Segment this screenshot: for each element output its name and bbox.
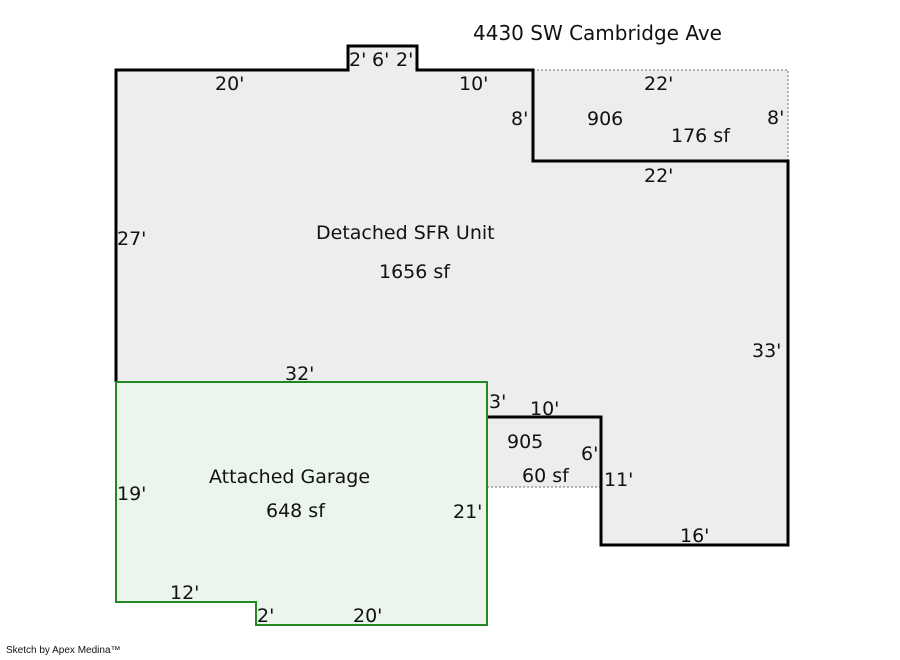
main-area-size: 1656 sf xyxy=(379,261,451,283)
dim-step-3: 3' xyxy=(489,391,506,413)
dim-top-mid: 10' xyxy=(459,73,488,95)
area-906-size: 176 sf xyxy=(671,125,731,147)
area-905-size: 60 sf xyxy=(522,465,570,487)
dim-garage-right: 21' xyxy=(453,501,482,523)
dim-garage-left: 19' xyxy=(117,483,146,505)
dim-bump-right: 2' xyxy=(396,49,413,71)
dim-left-main: 27' xyxy=(117,228,146,250)
dim-garage-bottom-left: 12' xyxy=(170,582,199,604)
sketch-credit: Sketch by Apex Medina™ xyxy=(6,645,121,656)
area-906-fill xyxy=(533,70,788,161)
area-906-boundary xyxy=(533,69,789,161)
main-area-name: Detached SFR Unit xyxy=(316,222,495,244)
dim-step-10: 10' xyxy=(530,398,559,420)
dim-right-906: 8' xyxy=(767,107,784,129)
dim-bottom-16: 16' xyxy=(680,525,709,547)
dim-step-11: 11' xyxy=(604,469,633,491)
area-906-code: 906 xyxy=(587,108,623,130)
dim-top-left: 20' xyxy=(215,73,244,95)
dim-garage-bottom-right: 20' xyxy=(353,605,382,627)
dim-left-906: 8' xyxy=(511,108,528,130)
dim-step-6: 6' xyxy=(581,443,598,465)
main-dwelling-fill xyxy=(116,46,788,545)
garage-fill xyxy=(115,381,488,626)
dim-right-main: 33' xyxy=(752,340,781,362)
dim-bottom-906: 22' xyxy=(644,165,673,187)
dim-bump-mid: 6' xyxy=(372,49,389,71)
dim-top-906: 22' xyxy=(644,73,673,95)
garage-area-name: Attached Garage xyxy=(209,466,370,488)
address-title: 4430 SW Cambridge Ave xyxy=(473,21,722,45)
dim-bump-left: 2' xyxy=(349,49,366,71)
area-905-fill xyxy=(487,417,601,487)
main-dwelling-outline xyxy=(114,44,790,547)
garage-area-size: 648 sf xyxy=(266,500,326,522)
dim-garage-top: 32' xyxy=(285,363,314,385)
dim-garage-notch: 2' xyxy=(257,605,274,627)
area-905-code: 905 xyxy=(507,431,543,453)
